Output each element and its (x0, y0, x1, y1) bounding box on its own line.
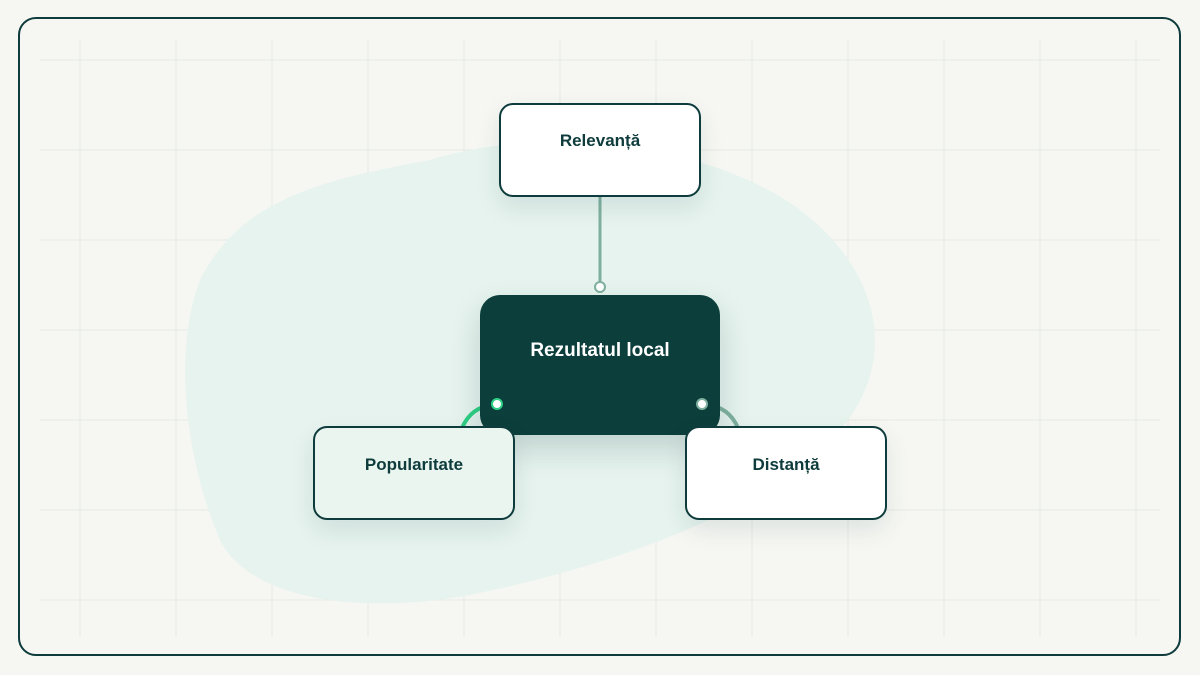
node-relevanta: Relevanță (499, 103, 701, 197)
node-relevanta-label: Relevanță (559, 131, 641, 150)
connector-top-port (594, 281, 606, 293)
node-rezultatul-local-label: Rezultatul local (530, 340, 670, 361)
node-popularitate: Popularitate (313, 426, 515, 520)
node-rezultatul-local: Rezultatul local (480, 295, 720, 435)
node-popularitate-label: Popularitate (364, 455, 464, 474)
node-distanta-label: Distanță (752, 455, 820, 474)
node-distanta: Distanță (685, 426, 887, 520)
